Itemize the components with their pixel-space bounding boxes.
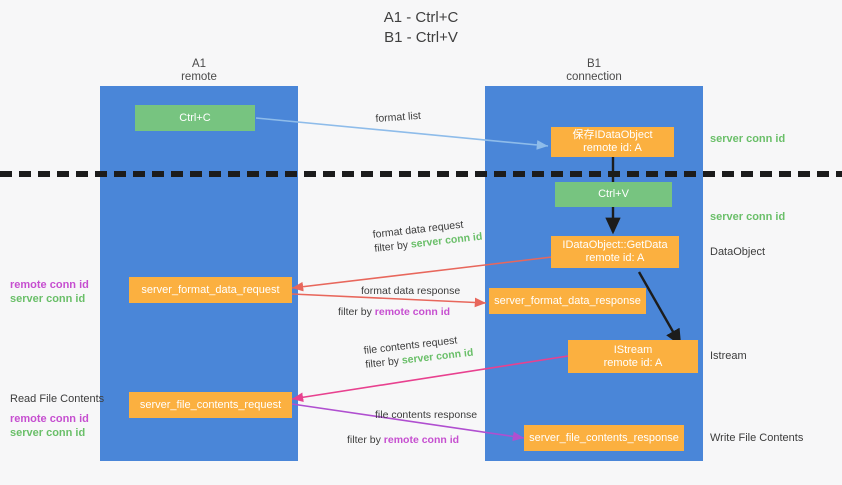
filter-key-remote-conn-id: remote conn id xyxy=(383,434,460,446)
annotation-server-conn-id-mid: server conn id xyxy=(710,211,786,223)
edge-label-file-contents-response: file contents response xyxy=(375,408,477,422)
filter-prefix: filter by xyxy=(347,434,384,446)
node-istream[interactable]: IStream remote id: A xyxy=(568,340,698,373)
annotation-remote-conn-id-1: remote conn id xyxy=(10,279,89,291)
node-server-file-contents-request[interactable]: server_file_contents_request xyxy=(129,392,292,418)
filter-prefix: filter by xyxy=(364,354,403,371)
node-save-idataobject-line2: remote id: A xyxy=(583,142,642,154)
annotation-dataobject: DataObject xyxy=(710,246,766,258)
node-ctrl-v[interactable]: Ctrl+V xyxy=(555,182,672,207)
filter-key-remote-conn-id: remote conn id xyxy=(374,306,451,318)
annotation-server-conn-id-1: server conn id xyxy=(10,293,86,305)
edge-label-file-contents-response-text: file contents response xyxy=(375,409,478,421)
node-ctrl-c[interactable]: Ctrl+C xyxy=(135,105,255,131)
annotation-write-file-contents: Write File Contents xyxy=(710,432,804,444)
edge-label-file-contents-response-filter: filter by remote conn id xyxy=(347,433,459,447)
annotation-remote-conn-id-2: remote conn id xyxy=(10,413,89,425)
annotation-read-file-contents: Read File Contents xyxy=(10,393,105,405)
node-istream-line1: IStream xyxy=(613,343,653,356)
node-server-format-data-request-label: server_format_data_request xyxy=(141,283,280,296)
column-b1-sub: connection xyxy=(566,71,622,83)
column-b1-name: B1 xyxy=(586,58,602,70)
edge-label-file-contents-request: file contents request filter by server c… xyxy=(363,332,474,372)
filter-prefix: filter by xyxy=(373,238,412,255)
annotation-server-conn-id-2: server conn id xyxy=(10,427,86,439)
node-idataobject-getdata-line1: IDataObject::GetData xyxy=(562,239,668,251)
edge-label-format-data-request: format data request filter by server con… xyxy=(372,216,483,256)
edge-label-format-data-response-filter: filter by remote conn id xyxy=(338,305,450,319)
node-server-format-data-response-label: server_format_data_response xyxy=(494,294,641,307)
edge-label-format-data-response-text: format data response xyxy=(361,285,461,297)
annotation-istream: Istream xyxy=(710,350,747,362)
column-header-a1: A1 remote xyxy=(100,58,298,84)
column-header-b1: B1 connection xyxy=(485,58,703,84)
edge-label-format-data-response: format data response xyxy=(361,284,460,298)
node-ctrl-v-label: Ctrl+V xyxy=(598,188,629,200)
column-a1-name: A1 xyxy=(191,58,207,70)
node-server-file-contents-response-label: server_file_contents_response xyxy=(529,431,679,444)
phase-divider xyxy=(0,171,842,177)
column-a1-sub: remote xyxy=(181,71,217,83)
node-ctrl-c-label: Ctrl+C xyxy=(179,111,211,124)
title-line-2: B1 - Ctrl+V xyxy=(384,29,458,46)
annotation-server-conn-id-top: server conn id xyxy=(710,133,786,145)
node-idataobject-getdata[interactable]: IDataObject::GetData remote id: A xyxy=(551,236,679,268)
node-server-format-data-request[interactable]: server_format_data_request xyxy=(129,277,292,303)
title-line-1: A1 - Ctrl+C xyxy=(383,9,459,26)
page-title: A1 - Ctrl+C B1 - Ctrl+V xyxy=(0,8,842,48)
edge-label-format-list-text: format list xyxy=(375,109,422,125)
node-save-idataobject-line1: 保存IDataObject xyxy=(572,129,653,141)
node-istream-line2: remote id: A xyxy=(603,356,663,369)
node-server-file-contents-request-label: server_file_contents_request xyxy=(139,398,282,411)
filter-prefix: filter by xyxy=(338,306,375,318)
node-server-format-data-response[interactable]: server_format_data_response xyxy=(489,288,646,314)
node-server-file-contents-response[interactable]: server_file_contents_response xyxy=(524,425,684,451)
node-save-idataobject[interactable]: 保存IDataObject remote id: A xyxy=(551,127,674,157)
node-idataobject-getdata-line2: remote id: A xyxy=(585,252,645,264)
edge-label-format-list: format list xyxy=(375,109,421,126)
